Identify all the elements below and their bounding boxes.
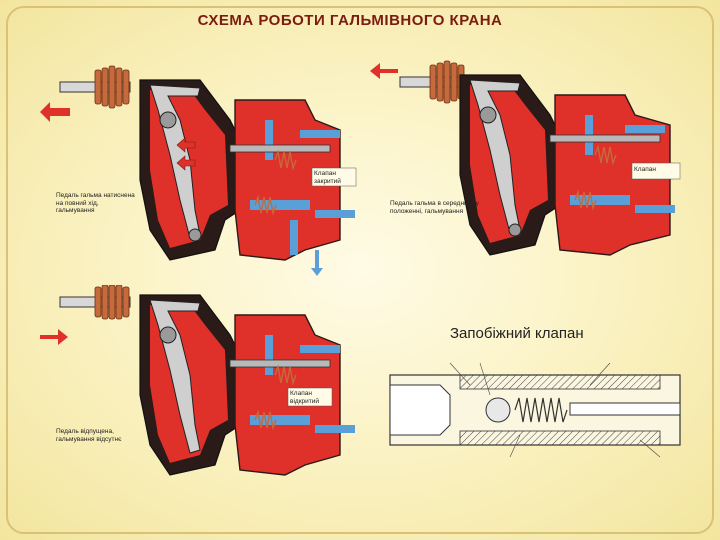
air-arrow-right — [40, 329, 68, 345]
spring-boot — [399, 60, 466, 104]
valve-block — [234, 314, 341, 476]
inner-spring — [574, 144, 617, 211]
caption-top-left: Педаль гальма натиснена на повний хід, г… — [56, 192, 135, 214]
valve-block — [234, 99, 341, 261]
inner-spring — [254, 364, 297, 431]
spring-boot — [59, 65, 131, 109]
inner-spring — [254, 149, 297, 216]
safety-valve-diagram — [389, 362, 681, 458]
flow-arrows — [176, 137, 196, 171]
callout-top-right: Клапан — [634, 166, 656, 173]
slide-title: СХЕМА РОБОТИ ГАЛЬМІВНОГО КРАНА — [197, 12, 503, 29]
brake-valve-diagram-top-right — [370, 60, 681, 256]
slide-frame — [6, 6, 714, 534]
air-arrow-left — [40, 102, 70, 122]
brake-valve-diagram-top-left — [40, 65, 357, 276]
exhaust-arrow — [311, 250, 323, 276]
air-arrow-left — [370, 63, 398, 79]
piston-rod — [229, 359, 331, 368]
brake-valve-diagram-bottom-left — [40, 285, 355, 476]
caption-bottom-left: Педаль відпущена, гальмування відсутнє — [56, 428, 122, 443]
air-channels — [250, 120, 355, 255]
callout-bottom-left: Клапан відкритий — [290, 390, 320, 405]
piston-rod — [549, 134, 661, 143]
piston-rod — [229, 144, 331, 153]
safety-valve-title: Запобіжний клапан — [450, 325, 584, 342]
caption-top-right: Педаль гальма в середньому положенні, га… — [390, 200, 479, 215]
air-channels — [250, 335, 355, 433]
callout-top-left: Клапан закритий — [314, 170, 341, 185]
spring-boot — [59, 285, 131, 320]
